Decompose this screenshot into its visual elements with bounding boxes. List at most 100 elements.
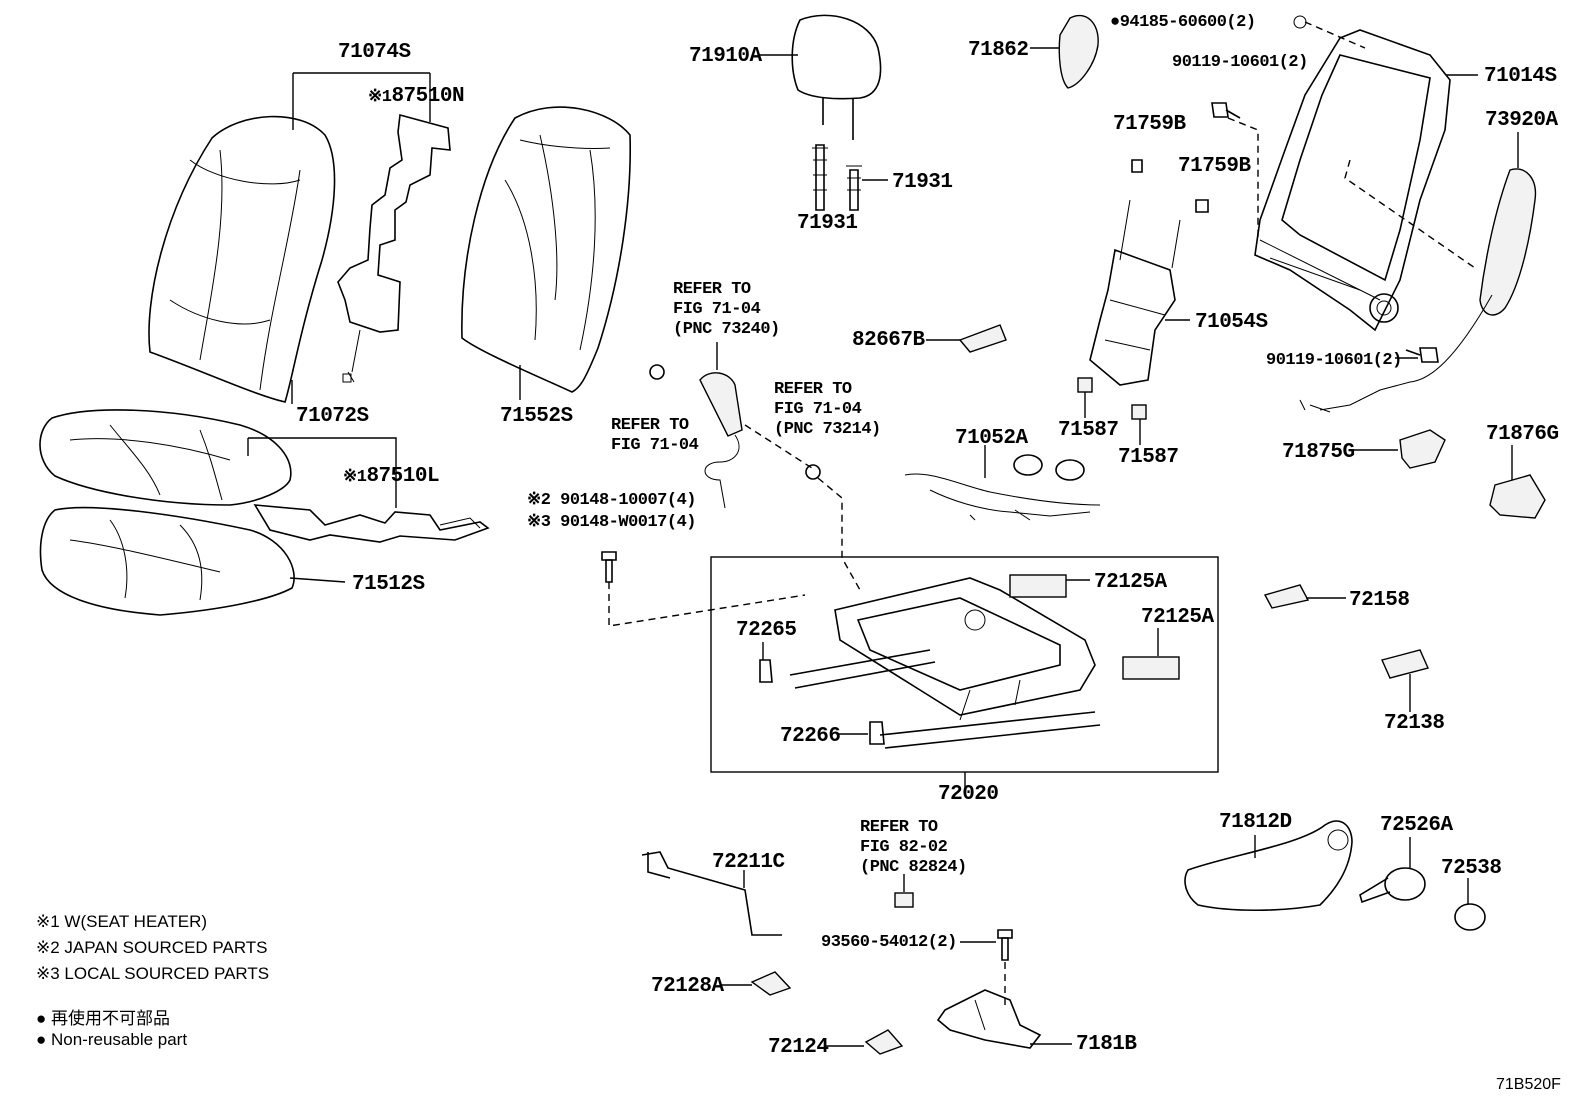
label-71074S[interactable]: 71074S <box>338 41 411 64</box>
seatback-cover-drawing <box>148 115 336 403</box>
cover-72138-icon <box>1381 649 1429 679</box>
label-71876G[interactable]: 71876G <box>1486 423 1559 446</box>
label-71931b[interactable]: 71931 <box>797 212 858 235</box>
label-87510L[interactable]: ※187510L <box>343 465 440 488</box>
label-71862[interactable]: 71862 <box>968 39 1029 62</box>
label-72211C[interactable]: 72211C <box>712 851 785 874</box>
label-71910A[interactable]: 71910A <box>689 45 762 68</box>
label-90148b-text: 90148-W0017(4) <box>560 513 696 532</box>
label-72266[interactable]: 72266 <box>780 725 841 748</box>
bracket-7181B-drawing <box>936 989 1042 1049</box>
part-71587a-icon <box>1077 377 1093 393</box>
label-71812D[interactable]: 71812D <box>1219 811 1292 834</box>
refer-note-73240[interactable]: REFER TO FIG 71-04 (PNC 73240) <box>673 280 780 340</box>
harness-71052A-drawing <box>904 454 1101 521</box>
mark-87510L: ※1 <box>343 468 367 487</box>
label-72158[interactable]: 72158 <box>1349 589 1410 612</box>
label-71587a[interactable]: 71587 <box>1058 419 1119 442</box>
rod-72211C-drawing <box>641 851 782 936</box>
label-72538[interactable]: 72538 <box>1441 857 1502 880</box>
label-72020[interactable]: 72020 <box>938 783 999 806</box>
recliner-71054S-drawing <box>1089 199 1181 386</box>
label-71875G[interactable]: 71875G <box>1282 441 1355 464</box>
switch-73240-drawing <box>699 372 743 509</box>
label-72124[interactable]: 72124 <box>768 1036 829 1059</box>
legend-local-sourced: ※3 LOCAL SOURCED PARTS <box>36 964 270 983</box>
dash-90119a <box>1227 117 1259 240</box>
label-72526A[interactable]: 72526A <box>1380 814 1453 837</box>
part-71587b-icon <box>1131 404 1147 420</box>
label-87510L-text: 87510L <box>366 465 440 488</box>
refer-note-82824-line2: FIG 82-02 <box>860 838 948 857</box>
label-71587b[interactable]: 71587 <box>1118 446 1179 469</box>
label-93560[interactable]: 93560-54012(2) <box>821 933 957 952</box>
figure-code: 71B520F <box>1496 1076 1561 1093</box>
label-71072S[interactable]: 71072S <box>296 405 369 428</box>
legend-seat-heater: ※1 W(SEAT HEATER) <box>36 912 208 931</box>
bracket-71876G-icon <box>1489 474 1546 519</box>
label-71552S[interactable]: 71552S <box>500 405 573 428</box>
seat-track-72020-drawing <box>789 577 1101 749</box>
label-87510N[interactable]: ※187510N <box>368 85 465 108</box>
label-71759Ba[interactable]: 71759B <box>1113 113 1186 136</box>
refer-note-82824-line3: (PNC 82824) <box>860 858 967 877</box>
leader-71072S <box>247 437 397 508</box>
label-72138[interactable]: 72138 <box>1384 712 1445 735</box>
cap-ref2-icon <box>649 364 665 380</box>
legend-japan-sourced: ※2 JAPAN SOURCED PARTS <box>36 938 268 957</box>
refer-note-cap-line1: REFER TO <box>611 416 689 435</box>
dash-73214 <box>817 477 861 591</box>
cap-73214-icon <box>805 464 821 480</box>
label-71512S[interactable]: 71512S <box>352 573 425 596</box>
label-90148a-text: 90148-10007(4) <box>560 491 696 510</box>
label-72265[interactable]: 72265 <box>736 619 797 642</box>
mark-90148b: ※3 <box>527 513 551 532</box>
refer-note-73214-line1: REFER TO <box>774 380 852 399</box>
cap-72538-icon <box>1454 903 1486 931</box>
label-71052A[interactable]: 71052A <box>955 427 1028 450</box>
label-7181B[interactable]: 7181B <box>1076 1033 1137 1056</box>
label-72128A[interactable]: 72128A <box>651 975 724 998</box>
refer-note-73214[interactable]: REFER TO FIG 71-04 (PNC 73214) <box>774 380 881 440</box>
label-90119a[interactable]: 90119-10601(2) <box>1172 53 1308 72</box>
dash-73920A <box>1344 159 1476 269</box>
dash-94185 <box>1304 21 1366 49</box>
connector-82824-icon <box>894 892 914 908</box>
cover-72125A-b-icon <box>1122 656 1180 680</box>
refer-note-73240-line3: (PNC 73240) <box>673 320 780 339</box>
label-87510N-text: 87510N <box>391 85 465 108</box>
refer-note-73240-line1: REFER TO <box>673 280 751 299</box>
refer-note-82824[interactable]: REFER TO FIG 82-02 (PNC 82824) <box>860 818 967 878</box>
cover-72125A-a-icon <box>1009 574 1067 598</box>
legend-non-reusable-jp: ● 再使用不可部品 <box>36 1009 170 1028</box>
mark-90148a: ※2 <box>527 491 551 510</box>
label-71931a[interactable]: 71931 <box>892 171 953 194</box>
label-90148a[interactable]: ※2 90148-10007(4) <box>527 492 696 509</box>
seatback-pad-drawing <box>461 106 632 393</box>
clip-71759Bb-icon <box>1195 199 1209 213</box>
non-reusable-marker-94185: ● <box>1110 13 1120 32</box>
refer-note-73240-line2: FIG 71-04 <box>673 300 761 319</box>
refer-note-82824-line1: REFER TO <box>860 818 938 837</box>
clip-72265-icon <box>759 659 773 683</box>
side-airbag-drawing <box>1299 168 1537 413</box>
label-71054S[interactable]: 71054S <box>1195 311 1268 334</box>
label-71014S[interactable]: 71014S <box>1484 65 1557 88</box>
side-shield-71812D-drawing <box>1184 820 1353 912</box>
cover-72128A-icon <box>750 971 792 996</box>
label-94185[interactable]: ●94185-60600(2) <box>1110 14 1256 31</box>
label-90119b[interactable]: 90119-10601(2) <box>1266 351 1402 370</box>
label-73920A[interactable]: 73920A <box>1485 109 1558 132</box>
knob-72526A-drawing <box>1359 867 1426 904</box>
label-71759Bb[interactable]: 71759B <box>1178 155 1251 178</box>
refer-note-cap[interactable]: REFER TO FIG 71-04 <box>611 416 699 456</box>
label-72125Aa[interactable]: 72125A <box>1094 571 1167 594</box>
legend-non-reusable-en: ● Non-reusable part <box>36 1030 188 1049</box>
headrest-drawing <box>791 14 882 211</box>
label-72125Ab[interactable]: 72125A <box>1141 606 1214 629</box>
label-90148b[interactable]: ※3 90148-W0017(4) <box>527 514 696 531</box>
side-cover-71862-drawing <box>1058 14 1099 89</box>
label-82667B[interactable]: 82667B <box>852 329 925 352</box>
